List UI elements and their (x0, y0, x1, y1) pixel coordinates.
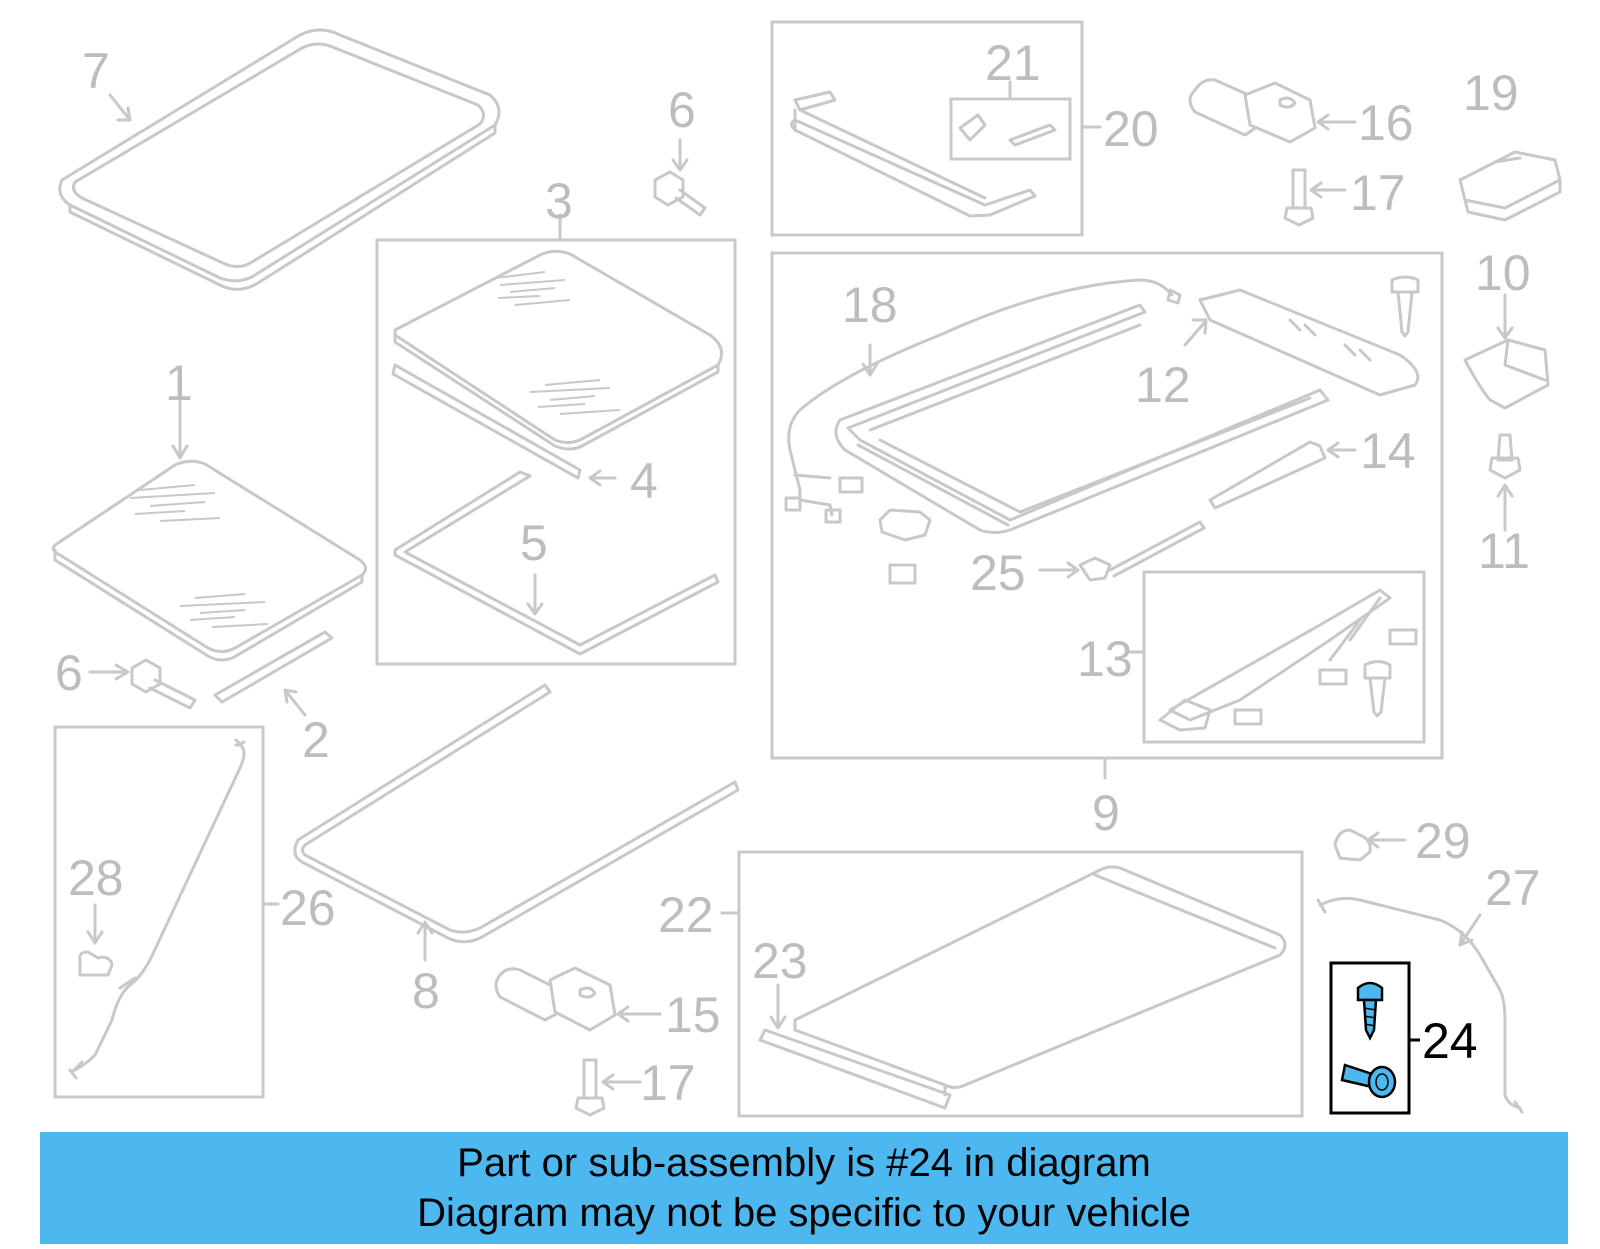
group-3-box (375, 213, 737, 666)
callout-9: 9 (1092, 785, 1120, 841)
callout-5: 5 (520, 515, 548, 571)
part-27-drain-hose (1316, 896, 1524, 1114)
part-24-screws (1329, 961, 1420, 1115)
callout-10: 10 (1475, 245, 1531, 301)
group-20-box (770, 20, 1102, 237)
part-10-bracket (1463, 293, 1550, 410)
callout-18: 18 (842, 277, 898, 333)
callout-16: 16 (1358, 95, 1414, 151)
callout-6-left: 6 (55, 645, 83, 701)
callout-28: 28 (68, 850, 124, 906)
part-16-motor (1188, 78, 1357, 144)
callout-22: 22 (658, 887, 714, 943)
callout-26: 26 (280, 880, 336, 936)
callout-labels: 7 6 3 4 5 1 6 2 28 26 8 15 17 21 20 16 1… (55, 35, 1541, 1111)
callout-24: 24 (1422, 1013, 1478, 1069)
callout-1: 1 (165, 355, 193, 411)
banner-line-part: Part or sub-assembly is #24 in diagram (457, 1141, 1151, 1185)
callout-27: 27 (1485, 860, 1541, 916)
part-29-clip (1333, 828, 1407, 862)
callout-20: 20 (1103, 101, 1159, 157)
callout-7: 7 (82, 43, 110, 99)
group-9-box (770, 251, 1444, 780)
part-7-glass-frame (58, 28, 501, 291)
part-6-bolt-top (653, 138, 707, 217)
part-8-seal (293, 683, 740, 962)
callout-23: 23 (752, 933, 808, 989)
callout-17-top: 17 (1350, 165, 1406, 221)
part-19-switch (1458, 150, 1562, 222)
group-22-box (720, 850, 1304, 1118)
part-1-glass-panel (51, 398, 367, 662)
callout-17-bottom: 17 (640, 1055, 696, 1111)
part-17-bolt-bottom (574, 1058, 642, 1117)
group-26-box (53, 725, 280, 1099)
banner-line-disclaimer: Diagram may not be specific to your vehi… (417, 1191, 1191, 1235)
callout-4: 4 (630, 453, 658, 509)
info-banner: Part or sub-assembly is #24 in diagram D… (40, 1132, 1568, 1244)
callout-21: 21 (985, 35, 1041, 91)
part-15-motor (494, 966, 662, 1032)
part-2-strip (213, 630, 334, 717)
part-11-clip (1488, 433, 1522, 532)
callout-15: 15 (665, 987, 721, 1043)
callout-29: 29 (1415, 813, 1471, 869)
callout-2: 2 (302, 712, 330, 768)
callout-8: 8 (412, 963, 440, 1019)
part-17-bolt-top (1283, 168, 1347, 227)
callout-12: 12 (1135, 357, 1191, 413)
callout-13: 13 (1077, 631, 1133, 687)
callout-19: 19 (1463, 65, 1519, 121)
callout-11: 11 (1478, 523, 1530, 579)
callout-3: 3 (545, 173, 573, 229)
callout-14: 14 (1360, 423, 1416, 479)
callout-6-top: 6 (668, 82, 696, 138)
part-6-bolt-left (88, 658, 197, 710)
callout-25: 25 (970, 545, 1026, 601)
